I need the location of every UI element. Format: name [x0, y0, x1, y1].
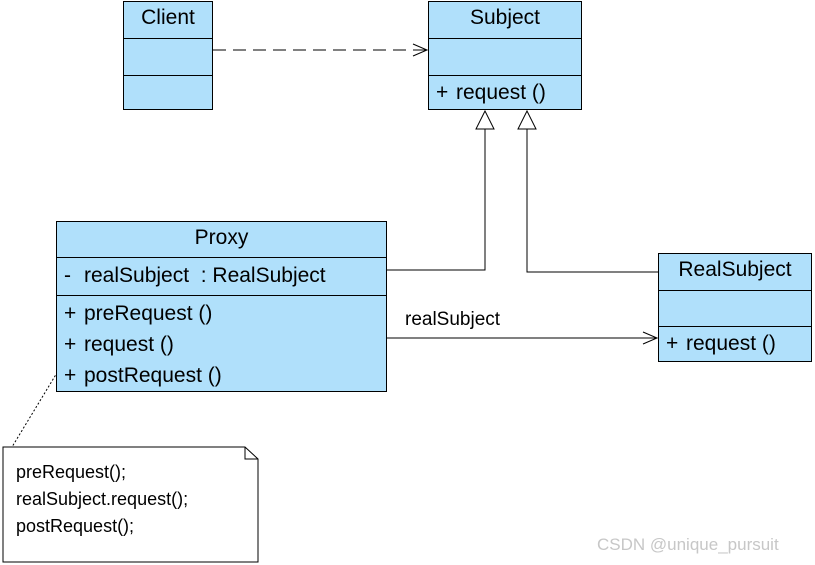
class-name: Proxy: [194, 226, 249, 249]
proxy-generalization-triangle: [475, 109, 495, 130]
class-name: RealSubject: [678, 258, 792, 281]
operation-row: +request (): [666, 332, 776, 355]
realsubject-generalization-line: [526, 129, 658, 273]
note-anchor-line: [11, 347, 73, 448]
association-label: realSubject: [405, 309, 501, 330]
operations-compartment: [124, 75, 212, 110]
proxy-class[interactable]: Proxy -realSubject : RealSubject +preReq…: [56, 221, 387, 392]
note-shape: [2, 446, 259, 563]
watermark: CSDN @unique_pursuit: [597, 535, 779, 554]
attributes-compartment: -realSubject : RealSubject: [57, 257, 386, 295]
operation-row: +request (): [64, 333, 174, 356]
attributes-compartment: [429, 38, 581, 75]
dependency-arrowhead: [412, 43, 429, 57]
note-text: preRequest(); realSubject.request(); pos…: [16, 459, 188, 540]
operation-row: +postRequest (): [64, 364, 222, 387]
proxy-generalization-line: [387, 129, 486, 271]
note[interactable]: preRequest(); realSubject.request(); pos…: [3, 447, 258, 562]
operation-row: +preRequest (): [64, 302, 213, 325]
operations-compartment: +request (): [429, 75, 581, 110]
operations-compartment: +preRequest () +request () +postRequest …: [57, 295, 386, 391]
realsubject-class[interactable]: RealSubject +request (): [658, 253, 812, 362]
operations-compartment: +request (): [659, 326, 811, 361]
class-name: Client: [141, 6, 195, 29]
realsubject-generalization-triangle: [517, 109, 537, 130]
attributes-compartment: [659, 290, 811, 326]
attributes-compartment: [124, 38, 212, 75]
class-name: Subject: [469, 6, 541, 29]
attribute-row: -realSubject : RealSubject: [64, 264, 326, 287]
note-line: postRequest();: [16, 516, 135, 536]
operation-row: +request (): [436, 81, 546, 104]
note-fold: [244, 447, 258, 460]
note-line: realSubject.request();: [16, 489, 189, 509]
subject-class[interactable]: Subject +request (): [428, 1, 582, 110]
association-arrowhead: [642, 331, 659, 345]
note-line: preRequest();: [16, 462, 127, 482]
client-class[interactable]: Client: [123, 1, 213, 110]
